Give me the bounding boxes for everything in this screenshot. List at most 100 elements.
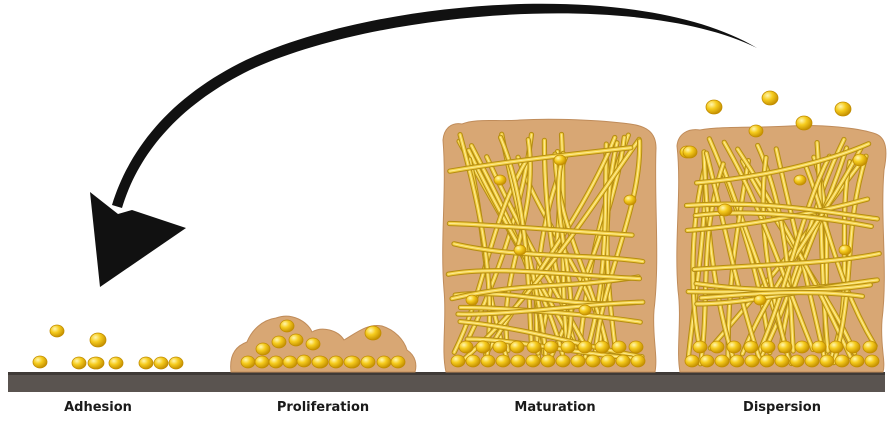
proliferation-stage bbox=[231, 316, 416, 372]
yeast-cell-icon bbox=[629, 341, 643, 353]
yeast-cell-icon bbox=[749, 125, 763, 137]
yeast-cell-icon bbox=[829, 341, 843, 353]
yeast-cell-icon bbox=[256, 343, 270, 355]
yeast-cell-icon bbox=[306, 338, 320, 350]
yeast-cell-icon bbox=[255, 356, 269, 368]
yeast-cell-icon bbox=[839, 245, 851, 255]
yeast-cell-icon bbox=[761, 341, 775, 353]
yeast-cell-icon bbox=[466, 355, 480, 367]
dispersion-stage bbox=[677, 91, 886, 372]
stage-label-maturation: Maturation bbox=[514, 400, 595, 415]
yeast-cell-icon bbox=[481, 355, 495, 367]
yeast-cell-icon bbox=[88, 357, 104, 369]
yeast-cell-icon bbox=[795, 341, 809, 353]
yeast-cell-icon bbox=[700, 355, 714, 367]
yeast-cell-icon bbox=[754, 295, 766, 305]
maturation-stage bbox=[443, 119, 657, 372]
yeast-cell-icon bbox=[595, 341, 609, 353]
yeast-cell-icon bbox=[805, 355, 819, 367]
yeast-cell-icon bbox=[554, 155, 566, 165]
yeast-cell-icon bbox=[853, 154, 867, 166]
yeast-cell-icon bbox=[511, 355, 525, 367]
yeast-cell-icon bbox=[863, 341, 877, 353]
yeast-cell-icon bbox=[778, 341, 792, 353]
yeast-cell-icon bbox=[601, 355, 615, 367]
yeast-cell-icon bbox=[344, 356, 360, 368]
yeast-cell-icon bbox=[710, 341, 724, 353]
yeast-cell-icon bbox=[514, 245, 526, 255]
yeast-cell-icon bbox=[169, 357, 183, 369]
yeast-cell-icon bbox=[631, 355, 645, 367]
yeast-cell-icon bbox=[693, 341, 707, 353]
yeast-cell-icon bbox=[466, 295, 478, 305]
yeast-cell-icon bbox=[109, 357, 123, 369]
yeast-cell-icon bbox=[745, 355, 759, 367]
stage-label-dispersion: Dispersion bbox=[743, 400, 821, 415]
yeast-cell-icon bbox=[727, 341, 741, 353]
yeast-cell-icon bbox=[865, 355, 879, 367]
yeast-cell-icon bbox=[72, 357, 86, 369]
yeast-cell-icon bbox=[820, 355, 834, 367]
yeast-cell-icon bbox=[365, 326, 381, 340]
yeast-cell-icon bbox=[241, 356, 255, 368]
yeast-cell-icon bbox=[377, 356, 391, 368]
yeast-cell-icon bbox=[476, 341, 490, 353]
yeast-cell-icon bbox=[556, 355, 570, 367]
adhesion-stage bbox=[33, 325, 183, 369]
yeast-cell-icon bbox=[329, 356, 343, 368]
yeast-cell-icon bbox=[361, 356, 375, 368]
yeast-cell-icon bbox=[850, 355, 864, 367]
stage-label-proliferation: Proliferation bbox=[277, 400, 369, 415]
yeast-cell-icon bbox=[796, 116, 812, 130]
yeast-cell-icon bbox=[775, 355, 789, 367]
stage-label-adhesion: Adhesion bbox=[64, 400, 132, 415]
yeast-cell-icon bbox=[715, 355, 729, 367]
yeast-cell-icon bbox=[706, 100, 722, 114]
yeast-cell-icon bbox=[269, 356, 283, 368]
yeast-cell-icon bbox=[846, 341, 860, 353]
yeast-cell-icon bbox=[139, 357, 153, 369]
yeast-cell-icon bbox=[272, 336, 286, 348]
yeast-cell-icon bbox=[812, 341, 826, 353]
yeast-cell-icon bbox=[616, 355, 630, 367]
yeast-cell-icon bbox=[90, 333, 106, 347]
yeast-cell-icon bbox=[561, 341, 575, 353]
yeast-cell-icon bbox=[289, 334, 303, 346]
yeast-cell-icon bbox=[760, 355, 774, 367]
yeast-cell-icon bbox=[527, 341, 541, 353]
yeast-cell-icon bbox=[612, 341, 626, 353]
yeast-cell-icon bbox=[493, 341, 507, 353]
yeast-cell-icon bbox=[451, 355, 465, 367]
yeast-cell-icon bbox=[50, 325, 64, 337]
yeast-cell-icon bbox=[718, 204, 732, 216]
yeast-cell-icon bbox=[744, 341, 758, 353]
yeast-cell-icon bbox=[683, 146, 697, 158]
yeast-cell-icon bbox=[730, 355, 744, 367]
yeast-cell-icon bbox=[496, 355, 510, 367]
yeast-cell-icon bbox=[586, 355, 600, 367]
yeast-cell-icon bbox=[544, 341, 558, 353]
yeast-cell-icon bbox=[526, 355, 540, 367]
yeast-cell-icon bbox=[685, 355, 699, 367]
yeast-cell-icon bbox=[494, 175, 506, 185]
yeast-cell-icon bbox=[459, 341, 473, 353]
yeast-cell-icon bbox=[541, 355, 555, 367]
yeast-cell-icon bbox=[280, 320, 294, 332]
yeast-cell-icon bbox=[154, 357, 168, 369]
yeast-cell-icon bbox=[312, 356, 328, 368]
yeast-cell-icon bbox=[790, 355, 804, 367]
yeast-cell-icon bbox=[835, 102, 851, 116]
yeast-cell-icon bbox=[297, 355, 311, 367]
yeast-cell-icon bbox=[624, 195, 636, 205]
yeast-cell-icon bbox=[762, 91, 778, 105]
yeast-cell-icon bbox=[579, 305, 591, 315]
yeast-cell-icon bbox=[578, 341, 592, 353]
yeast-cell-icon bbox=[33, 356, 47, 368]
yeast-cell-icon bbox=[794, 175, 806, 185]
yeast-cell-icon bbox=[571, 355, 585, 367]
yeast-cell-icon bbox=[510, 341, 524, 353]
yeast-cell-icon bbox=[283, 356, 297, 368]
yeast-cell-icon bbox=[391, 356, 405, 368]
yeast-cell-icon bbox=[835, 355, 849, 367]
